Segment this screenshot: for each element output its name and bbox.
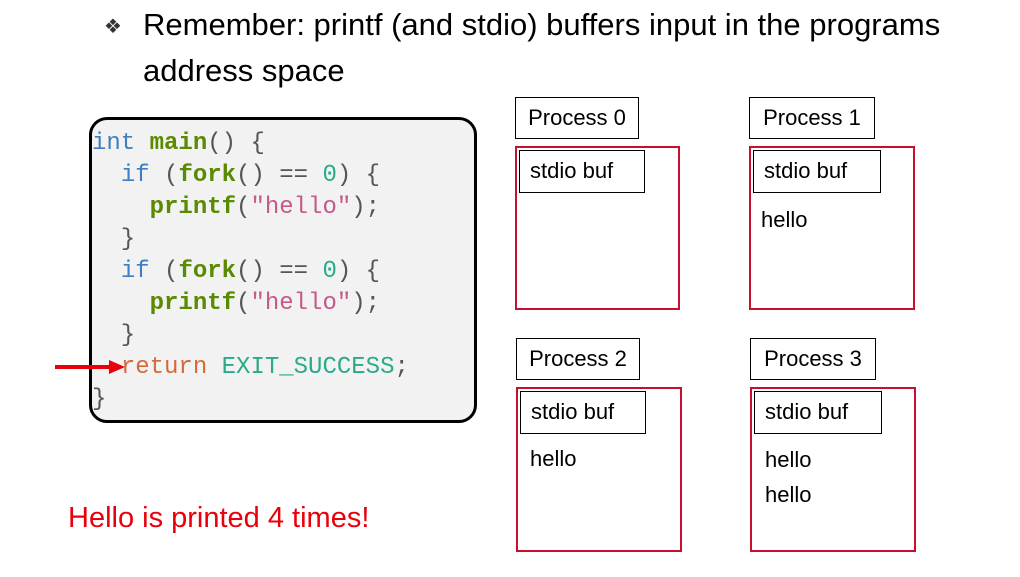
code-block: int main() { if (fork() == 0) { printf("… [89,117,477,423]
code-token: ( [149,162,179,189]
code-token: fork [178,162,237,189]
code-token: ); [351,290,381,317]
process-1-label: Process 1 [749,97,875,139]
code-token: fork [178,258,237,285]
process-3-buffer-label: stdio buf [754,391,882,434]
code-line: } [92,384,409,416]
code-line: } [92,224,409,256]
code-token: } [92,386,107,413]
code-token: int [92,130,136,157]
process-0-buffer-label: stdio buf [519,150,645,193]
code-token: ( [236,194,251,221]
code-line: } [92,320,409,352]
code-token: () { [207,130,265,157]
code-token: return [120,354,208,381]
code-token: printf [149,290,237,317]
process-0-label: Process 0 [515,97,639,139]
code-token [135,130,149,157]
process-3-label: Process 3 [750,338,876,380]
code-token: if [120,162,150,189]
process-2-box: stdio buf hello [516,387,682,552]
code-token: ( [149,258,179,285]
code-token: () == [236,258,323,285]
code-token: ); [351,194,381,221]
code-line: printf("hello"); [92,192,409,224]
bullet-icon: ❖ [104,14,122,38]
code-token: "hello" [250,290,352,317]
code-line: printf("hello"); [92,288,409,320]
code-token: ) { [336,162,381,189]
code-token [92,194,150,221]
code-token [92,290,150,317]
code-token: } [92,226,136,253]
code-token: ( [236,290,251,317]
code-token: main [149,130,208,157]
code-line: if (fork() == 0) { [92,160,409,192]
code-line: if (fork() == 0) { [92,256,409,288]
process-2-buffer-line: hello [530,446,577,471]
code-token: 0 [322,162,337,189]
code-token [92,162,121,189]
code-token: ; [394,354,409,381]
code-token: printf [149,194,237,221]
process-1-buffer-line: hello [761,207,808,232]
code-token: } [92,322,136,349]
process-3-buffer-line: hello [765,482,812,507]
code-token: () == [236,162,323,189]
code-token: 0 [322,258,337,285]
code-token [92,258,121,285]
code-line: int main() { [92,128,409,160]
code-token: if [120,258,150,285]
process-0-box: stdio buf [515,146,680,310]
process-1-box: stdio buf hello [749,146,915,310]
current-line-arrow-icon [55,360,125,374]
process-3-buffer-line: hello [765,447,812,472]
code-token: EXIT_SUCCESS [221,354,395,381]
code-text: int main() { if (fork() == 0) { printf("… [92,128,409,416]
code-token [207,354,221,381]
code-line: return EXIT_SUCCESS; [92,352,409,384]
code-token: "hello" [250,194,352,221]
process-1-buffer-label: stdio buf [753,150,881,193]
code-token: ) { [336,258,381,285]
process-2-label: Process 2 [516,338,640,380]
process-2-buffer-label: stdio buf [520,391,646,434]
bullet-text: Remember: printf (and stdio) buffers inp… [143,7,941,88]
process-3-box: stdio buf hello hello [750,387,916,552]
conclusion-text: Hello is printed 4 times! [68,502,370,534]
